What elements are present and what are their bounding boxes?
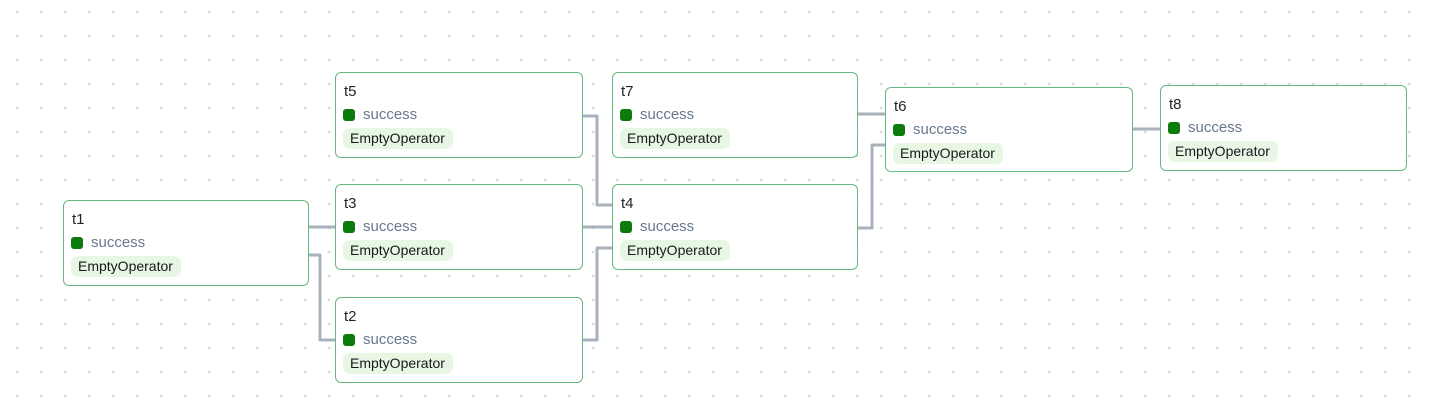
task-status-label: success bbox=[913, 121, 968, 138]
operator-badge: EmptyOperator bbox=[71, 256, 181, 277]
task-status-label: success bbox=[1188, 119, 1243, 136]
task-node-t2[interactable]: t2 success EmptyOperator bbox=[335, 297, 583, 383]
task-node-t3[interactable]: t3 success EmptyOperator bbox=[335, 184, 583, 270]
task-status-label: success bbox=[363, 331, 418, 348]
edge-t4-t6 bbox=[858, 143, 885, 230]
task-id-label: t5 bbox=[344, 83, 357, 100]
success-status-icon bbox=[893, 124, 905, 136]
operator-badge: EmptyOperator bbox=[620, 240, 730, 261]
task-status-row: success bbox=[343, 219, 572, 235]
task-status-row: success bbox=[620, 219, 847, 235]
success-status-icon bbox=[343, 109, 355, 121]
task-node-t5[interactable]: t5 success EmptyOperator bbox=[335, 72, 583, 158]
task-status-row: success bbox=[620, 107, 847, 123]
task-status-row: success bbox=[1168, 120, 1396, 136]
task-id-label: t8 bbox=[1169, 96, 1182, 113]
success-status-icon bbox=[71, 237, 83, 249]
task-node-t4[interactable]: t4 success EmptyOperator bbox=[612, 184, 858, 270]
task-status-row: success bbox=[893, 122, 1122, 138]
task-node-t6[interactable]: t6 success EmptyOperator bbox=[885, 87, 1133, 172]
task-status-row: success bbox=[343, 332, 572, 348]
task-status-label: success bbox=[363, 218, 418, 235]
success-status-icon bbox=[620, 221, 632, 233]
operator-badge: EmptyOperator bbox=[1168, 141, 1278, 162]
success-status-icon bbox=[620, 109, 632, 121]
task-status-row: success bbox=[343, 107, 572, 123]
task-status-label: success bbox=[91, 234, 146, 251]
task-status-row: success bbox=[71, 235, 298, 251]
task-status-label: success bbox=[363, 106, 418, 123]
edge-t2-t4 bbox=[583, 246, 612, 342]
success-status-icon bbox=[343, 334, 355, 346]
task-id-label: t7 bbox=[621, 83, 634, 100]
task-id-label: t2 bbox=[344, 308, 357, 325]
operator-badge: EmptyOperator bbox=[343, 240, 453, 261]
task-status-label: success bbox=[640, 106, 695, 123]
operator-badge: EmptyOperator bbox=[893, 143, 1003, 164]
task-id-label: t6 bbox=[894, 98, 907, 115]
operator-badge: EmptyOperator bbox=[343, 128, 453, 149]
edge-t1-t2 bbox=[309, 253, 335, 342]
task-id-label: t4 bbox=[621, 195, 634, 212]
task-node-t7[interactable]: t7 success EmptyOperator bbox=[612, 72, 858, 158]
task-status-label: success bbox=[640, 218, 695, 235]
edge-t5-t4 bbox=[583, 114, 612, 207]
task-id-label: t3 bbox=[344, 195, 357, 212]
task-node-t8[interactable]: t8 success EmptyOperator bbox=[1160, 85, 1407, 171]
task-id-label: t1 bbox=[72, 211, 85, 228]
success-status-icon bbox=[1168, 122, 1180, 134]
operator-badge: EmptyOperator bbox=[343, 353, 453, 374]
task-node-t1[interactable]: t1 success EmptyOperator bbox=[63, 200, 309, 286]
success-status-icon bbox=[343, 221, 355, 233]
operator-badge: EmptyOperator bbox=[620, 128, 730, 149]
